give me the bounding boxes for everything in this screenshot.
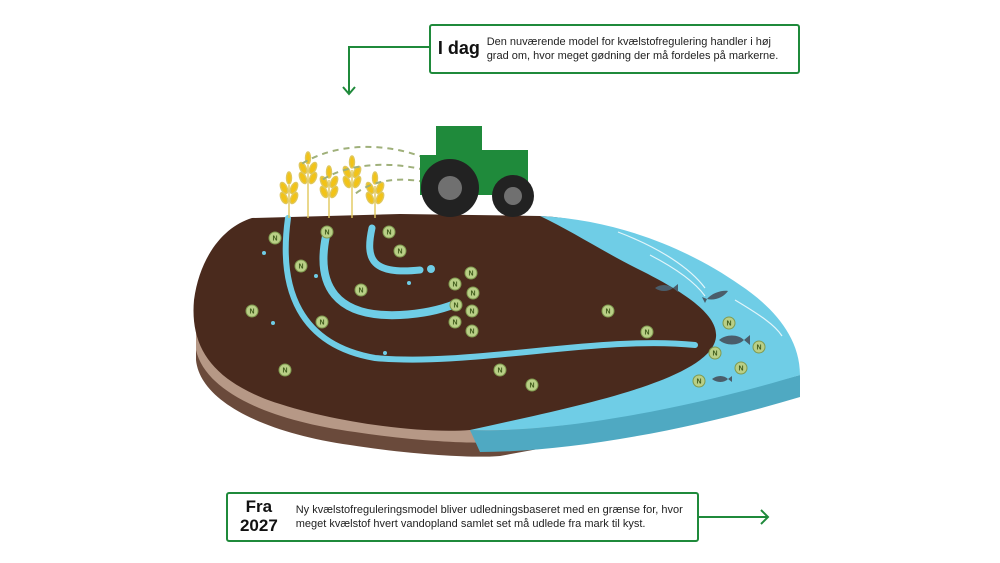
nitrogen-badge: N — [382, 225, 396, 239]
fish-icon — [655, 284, 750, 382]
callout-future: Fra 2027 Ny kvælstofreguleringsmodel bli… — [226, 492, 699, 542]
svg-text:N: N — [452, 320, 457, 327]
nitrogen-badge: N — [692, 374, 706, 388]
tractor-icon — [420, 126, 534, 217]
nitrogen-badge: N — [708, 346, 722, 360]
svg-text:N: N — [644, 330, 649, 337]
callout-today: I dag Den nuværende model for kvælstofre… — [429, 24, 800, 74]
nitrogen-badge: N — [320, 225, 334, 239]
svg-text:N: N — [319, 320, 324, 327]
callout-today-label: I dag — [437, 38, 480, 59]
arrow-right-icon — [699, 509, 770, 525]
callout-today-text: Den nuværende model for kvælstofreguleri… — [486, 35, 779, 62]
nitrogen-badge: N — [734, 361, 748, 375]
svg-text:N: N — [469, 329, 474, 336]
nitrogen-badge: N — [354, 283, 368, 297]
nitrogen-droplets — [262, 251, 435, 355]
nitrogen-badge: N — [315, 315, 329, 329]
svg-text:N: N — [605, 309, 610, 316]
nitrogen-badge: N — [448, 315, 462, 329]
nitrogen-badge: N — [294, 259, 308, 273]
svg-text:N: N — [249, 309, 254, 316]
nitrogen-streams — [282, 215, 698, 363]
nitrogen-badge: N — [268, 231, 282, 245]
svg-text:N: N — [738, 366, 743, 373]
svg-text:N: N — [468, 271, 473, 278]
svg-text:N: N — [272, 236, 277, 243]
nitrogen-badge: N — [722, 316, 736, 330]
svg-text:N: N — [452, 282, 457, 289]
nitrogen-badge: N — [640, 325, 654, 339]
svg-text:N: N — [712, 351, 717, 358]
svg-text:N: N — [756, 345, 761, 352]
nitrogen-badge: N — [393, 244, 407, 258]
svg-text:N: N — [470, 291, 475, 298]
nitrogen-badge: N — [465, 304, 479, 318]
nitrogen-badge: N — [448, 277, 462, 291]
wheat-icon — [279, 151, 385, 218]
nitrogen-badge: N — [752, 340, 766, 354]
nitrogen-badges: N N N N N N N N N N N N N N N N N N N N … — [245, 225, 766, 392]
nitrogen-badge: N — [601, 304, 615, 318]
svg-text:N: N — [453, 303, 458, 310]
callout-future-text: Ny kvælstofreguleringsmodel bliver udled… — [295, 503, 683, 530]
soil-body — [193, 214, 760, 431]
fertilizer-spray — [299, 145, 426, 195]
svg-text:N: N — [324, 230, 329, 237]
svg-text:N: N — [397, 249, 402, 256]
svg-text:N: N — [469, 309, 474, 316]
nitrogen-badge: N — [278, 363, 292, 377]
svg-text:N: N — [298, 264, 303, 271]
svg-text:N: N — [529, 383, 534, 390]
arrow-down-left-icon — [342, 46, 429, 96]
nitrogen-badge: N — [465, 324, 479, 338]
svg-text:N: N — [696, 379, 701, 386]
water-ripples — [617, 231, 783, 337]
nitrogen-badge: N — [493, 363, 507, 377]
svg-text:N: N — [497, 368, 502, 375]
callout-future-label: Fra 2027 — [239, 497, 278, 535]
nitrogen-badge: N — [449, 298, 463, 312]
water-side — [470, 375, 800, 452]
svg-text:N: N — [358, 288, 363, 295]
nitrogen-badge: N — [466, 286, 480, 300]
svg-text:N: N — [726, 321, 731, 328]
svg-text:N: N — [282, 368, 287, 375]
nitrogen-badge: N — [525, 378, 539, 392]
svg-text:N: N — [386, 230, 391, 237]
nitrogen-badge: N — [245, 304, 259, 318]
nitrogen-badge: N — [464, 266, 478, 280]
